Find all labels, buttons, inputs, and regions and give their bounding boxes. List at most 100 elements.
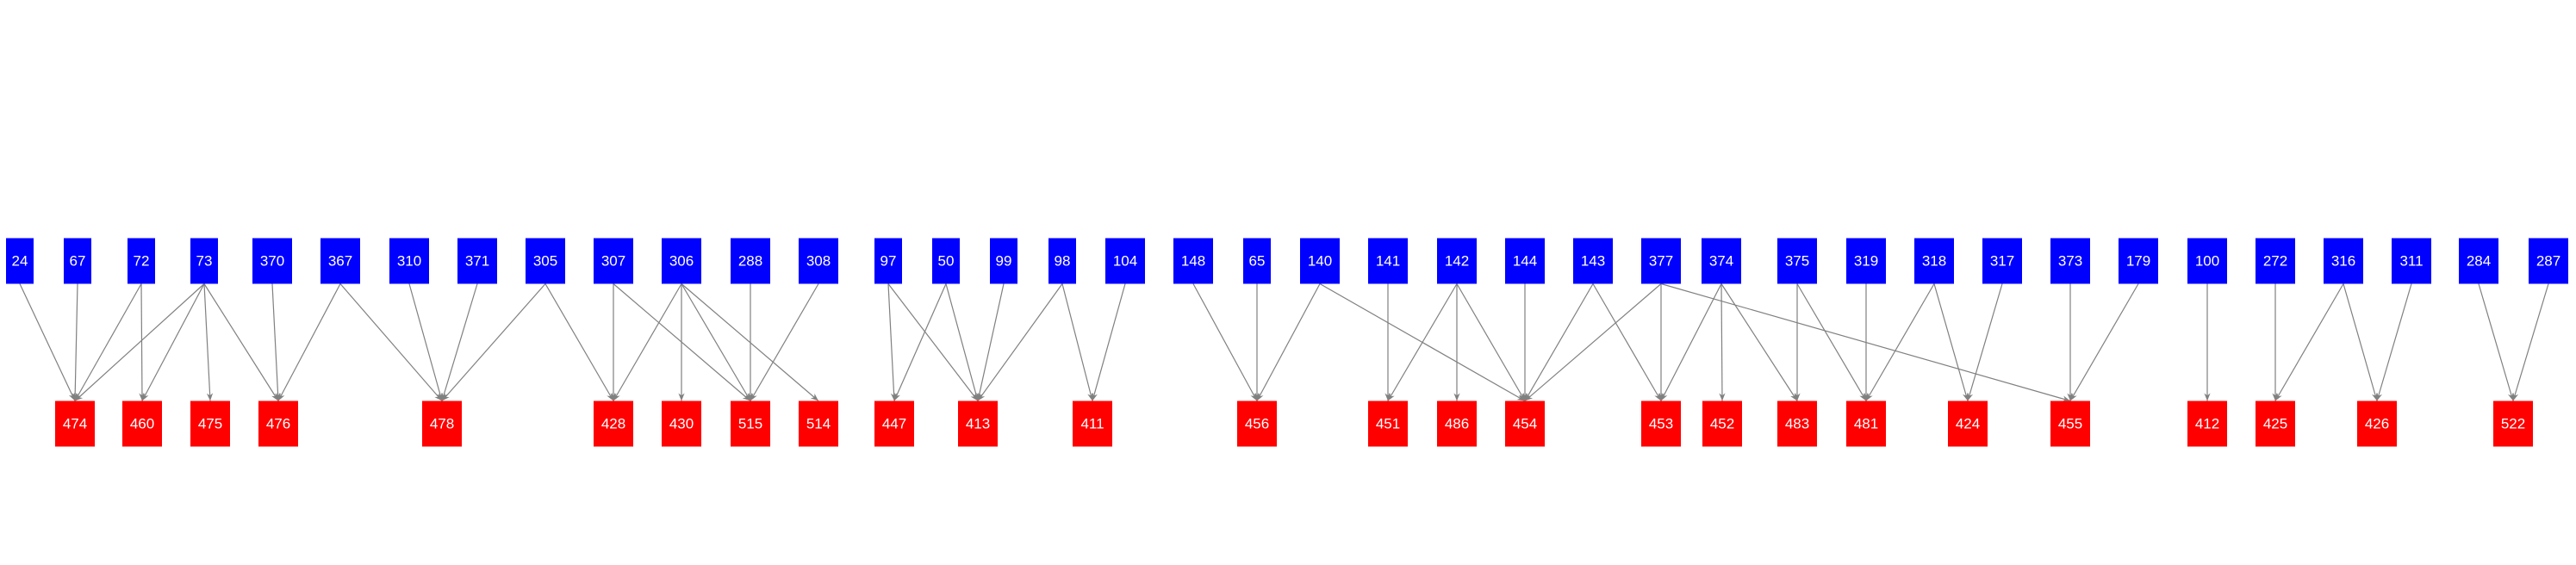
target-node-483[interactable]: 483	[1777, 400, 1817, 447]
target-node-447[interactable]: 447	[874, 400, 914, 447]
source-node-287[interactable]: 287	[2529, 238, 2568, 284]
target-node-label: 425	[2263, 416, 2287, 432]
source-node-99[interactable]: 99	[990, 238, 1017, 284]
source-node-73[interactable]: 73	[190, 238, 218, 284]
source-node-370[interactable]: 370	[252, 238, 292, 284]
source-node-377[interactable]: 377	[1641, 238, 1681, 284]
source-node-72[interactable]: 72	[128, 238, 155, 284]
target-node-455[interactable]: 455	[2050, 400, 2090, 447]
source-node-label: 288	[738, 253, 762, 270]
source-node-100[interactable]: 100	[2187, 238, 2227, 284]
source-node-375[interactable]: 375	[1777, 238, 1817, 284]
target-node-label: 522	[2501, 416, 2525, 432]
target-node-452[interactable]: 452	[1702, 400, 1742, 447]
source-node-box	[2324, 238, 2363, 284]
target-node-474[interactable]: 474	[55, 400, 95, 447]
target-node-430[interactable]: 430	[662, 400, 701, 447]
source-node-50[interactable]: 50	[932, 238, 960, 284]
source-node-box	[1846, 238, 1886, 284]
source-node-141[interactable]: 141	[1368, 238, 1408, 284]
source-node-label: 97	[880, 253, 897, 270]
target-node-412[interactable]: 412	[2187, 400, 2227, 447]
source-node-label: 374	[1709, 253, 1733, 270]
source-node-142[interactable]: 142	[1437, 238, 1477, 284]
target-node-522[interactable]: 522	[2493, 400, 2533, 447]
target-node-box	[1073, 400, 1112, 447]
target-node-451[interactable]: 451	[1368, 400, 1408, 447]
target-node-478[interactable]: 478	[422, 400, 462, 447]
source-node-179[interactable]: 179	[2119, 238, 2158, 284]
target-node-label: 460	[130, 416, 154, 432]
source-node-label: 142	[1445, 253, 1469, 270]
source-node-label: 373	[2058, 253, 2082, 270]
source-node-371[interactable]: 371	[457, 238, 497, 284]
source-node-104[interactable]: 104	[1105, 238, 1145, 284]
target-node-426[interactable]: 426	[2357, 400, 2397, 447]
source-node-307[interactable]: 307	[594, 238, 633, 284]
target-node-476[interactable]: 476	[258, 400, 298, 447]
target-node-box	[594, 400, 633, 447]
source-node-140[interactable]: 140	[1300, 238, 1340, 284]
source-node-316[interactable]: 316	[2324, 238, 2363, 284]
target-node-515[interactable]: 515	[731, 400, 770, 447]
source-node-box	[594, 238, 633, 284]
source-node-box	[2459, 238, 2498, 284]
source-node-label: 99	[996, 253, 1012, 270]
source-node-373[interactable]: 373	[2050, 238, 2090, 284]
source-node-317[interactable]: 317	[1982, 238, 2022, 284]
source-node-272[interactable]: 272	[2256, 238, 2295, 284]
edge-98-to-413	[977, 283, 1063, 401]
target-node-box	[1846, 400, 1886, 447]
source-node-288[interactable]: 288	[731, 238, 770, 284]
edge-97-to-413	[887, 283, 979, 401]
target-node-453[interactable]: 453	[1641, 400, 1681, 447]
source-node-308[interactable]: 308	[799, 238, 838, 284]
source-node-box	[2256, 238, 2295, 284]
source-node-label: 370	[260, 253, 284, 270]
source-node-67[interactable]: 67	[64, 238, 91, 284]
source-node-319[interactable]: 319	[1846, 238, 1886, 284]
target-node-481[interactable]: 481	[1846, 400, 1886, 447]
source-node-305[interactable]: 305	[526, 238, 565, 284]
target-node-box	[1777, 400, 1817, 447]
target-node-475[interactable]: 475	[190, 400, 230, 447]
source-node-label: 72	[134, 253, 150, 270]
source-node-box	[457, 238, 497, 284]
source-node-284[interactable]: 284	[2459, 238, 2498, 284]
source-node-98[interactable]: 98	[1048, 238, 1076, 284]
source-node-24[interactable]: 24	[6, 238, 34, 284]
target-node-425[interactable]: 425	[2256, 400, 2295, 447]
target-node-454[interactable]: 454	[1505, 400, 1545, 447]
source-node-318[interactable]: 318	[1914, 238, 1954, 284]
target-node-514[interactable]: 514	[799, 400, 838, 447]
source-node-311[interactable]: 311	[2392, 238, 2431, 284]
source-node-box	[1300, 238, 1340, 284]
source-node-box	[64, 238, 91, 284]
source-node-box	[252, 238, 292, 284]
source-node-65[interactable]: 65	[1243, 238, 1271, 284]
edge-316-to-426	[2343, 283, 2378, 401]
target-node-box	[55, 400, 95, 447]
source-node-374[interactable]: 374	[1702, 238, 1741, 284]
target-node-460[interactable]: 460	[122, 400, 162, 447]
target-node-424[interactable]: 424	[1948, 400, 1988, 447]
source-node-306[interactable]: 306	[662, 238, 701, 284]
edge-287-to-522	[2512, 283, 2549, 401]
source-node-box	[1505, 238, 1545, 284]
target-node-413[interactable]: 413	[958, 400, 998, 447]
target-node-486[interactable]: 486	[1437, 400, 1477, 447]
target-node-label: 411	[1080, 416, 1104, 432]
source-node-box	[1105, 238, 1145, 284]
source-node-143[interactable]: 143	[1573, 238, 1613, 284]
target-node-label: 474	[63, 416, 87, 432]
source-node-367[interactable]: 367	[320, 238, 360, 284]
source-node-144[interactable]: 144	[1505, 238, 1545, 284]
target-node-box	[874, 400, 914, 447]
source-node-label: 272	[2263, 253, 2287, 270]
target-node-428[interactable]: 428	[594, 400, 633, 447]
source-node-97[interactable]: 97	[874, 238, 902, 284]
source-node-310[interactable]: 310	[389, 238, 429, 284]
source-node-148[interactable]: 148	[1173, 238, 1213, 284]
target-node-456[interactable]: 456	[1237, 400, 1277, 447]
target-node-411[interactable]: 411	[1073, 400, 1112, 447]
